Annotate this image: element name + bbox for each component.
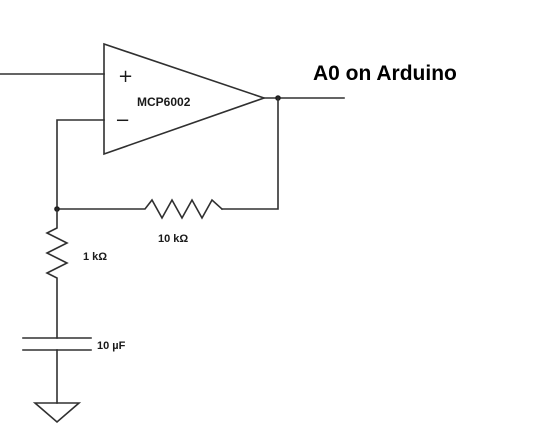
capacitor-label: 10 µF xyxy=(97,340,126,352)
inverting-input-wire xyxy=(56,119,105,210)
feedback-wire-right xyxy=(221,97,279,210)
opamp-minus-sign: − xyxy=(115,110,130,131)
feedback-resistor-zigzag-icon xyxy=(56,198,224,220)
opamp-plus-sign: + xyxy=(118,66,133,87)
opamp-label: MCP6002 xyxy=(137,95,191,109)
ground-symbol-icon xyxy=(32,402,82,424)
ground-resistor-label: 1 kΩ xyxy=(83,251,107,263)
ground-resistor-zigzag-icon xyxy=(45,208,69,339)
opamp-triangle xyxy=(103,42,267,156)
feedback-resistor-label: 10 kΩ xyxy=(158,233,188,245)
output-label: A0 on Arduino xyxy=(313,62,457,85)
